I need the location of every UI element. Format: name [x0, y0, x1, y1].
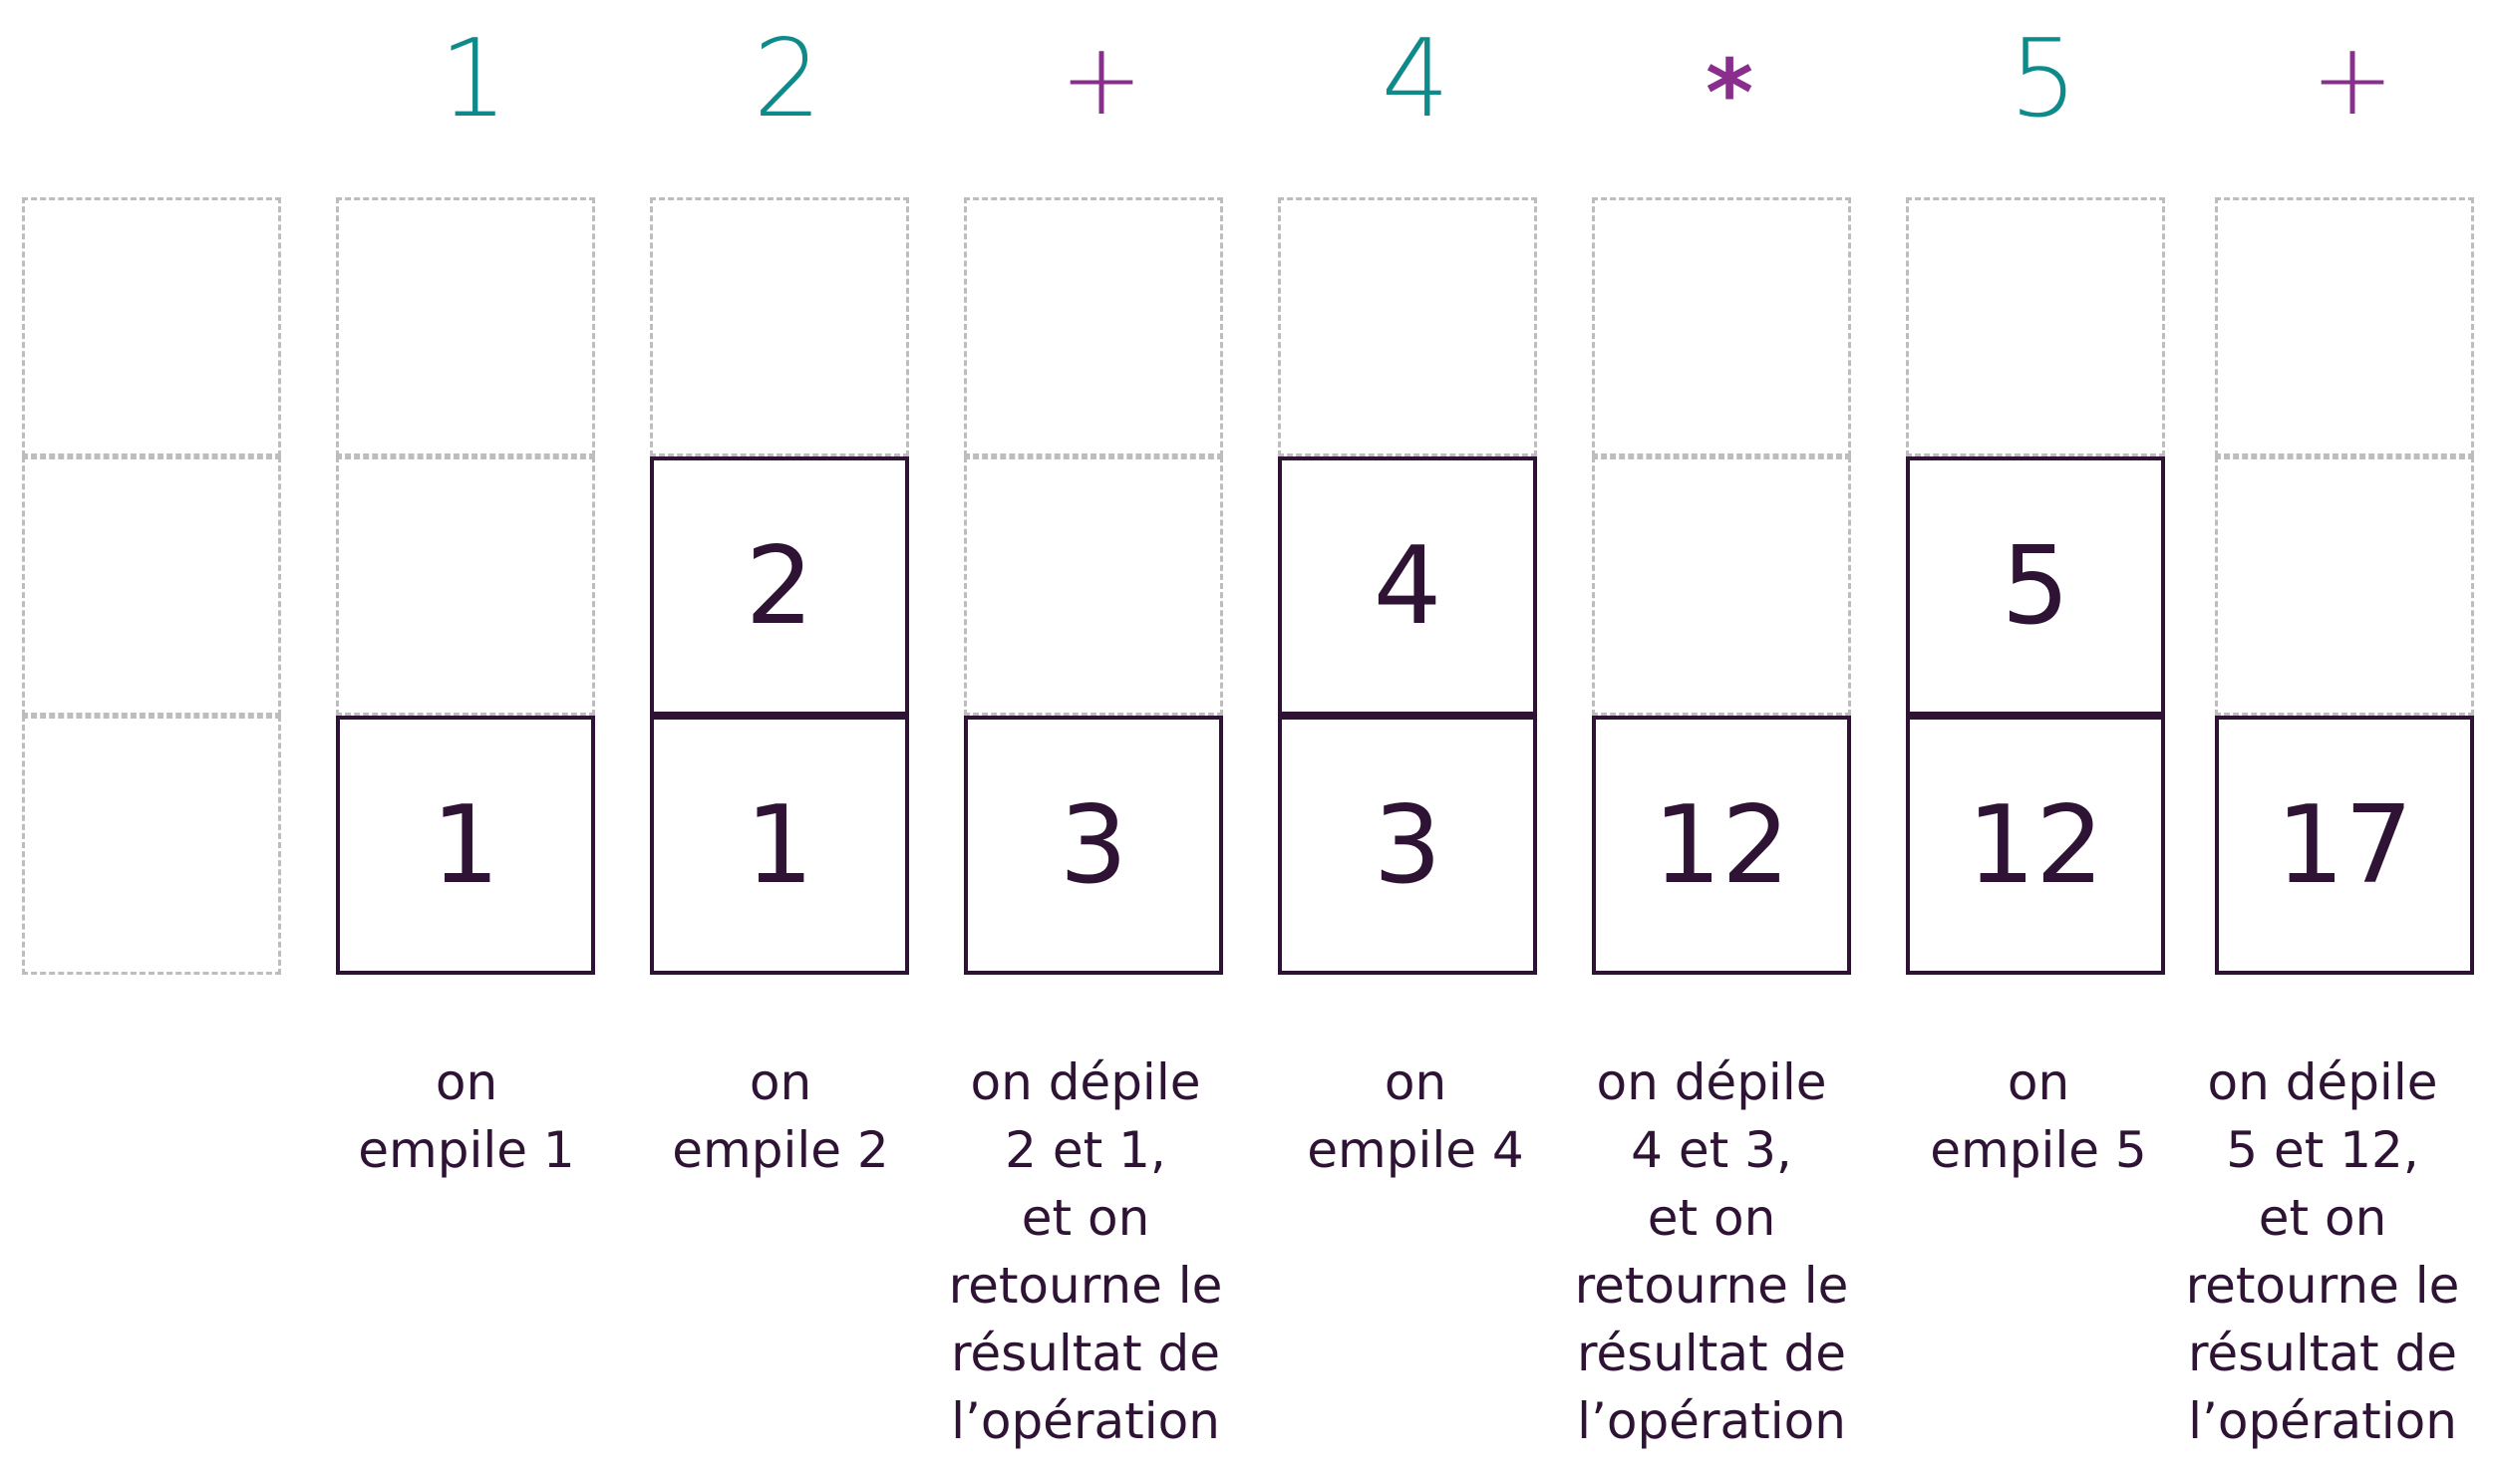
- stack-cell: 1: [650, 716, 909, 975]
- empty-slot: [22, 456, 281, 716]
- stack-cell: 12: [1592, 716, 1851, 975]
- empty-slot: [650, 197, 909, 456]
- empty-slot: [2215, 456, 2474, 716]
- stack-cell: 5: [1906, 456, 2165, 716]
- empty-slot: [22, 197, 281, 456]
- caption-line: empile 4: [1307, 1121, 1524, 1179]
- stack-cell: 2: [650, 456, 909, 716]
- step-caption-5: on dépile 4 et 3, et on retourne le résultat…: [1547, 1048, 1876, 1455]
- empty-slot: [22, 716, 281, 975]
- caption-line: on: [749, 1053, 812, 1111]
- empty-slot: [336, 197, 595, 456]
- token-2-number: 2: [753, 17, 822, 142]
- stack-cell: 1: [336, 716, 595, 975]
- caption-line: et on: [1021, 1189, 1150, 1247]
- token-1-number: 1: [439, 17, 508, 142]
- token-6-number: 5: [2009, 17, 2078, 142]
- caption-line: résultat de: [2187, 1325, 2458, 1382]
- token-7-operator: +: [2311, 21, 2394, 138]
- caption-line: empile 5: [1930, 1121, 2147, 1179]
- step-caption-4: on empile 4: [1251, 1048, 1580, 1184]
- caption-line: l’opération: [951, 1392, 1220, 1450]
- stack-cell: 12: [1906, 716, 2165, 975]
- stack-cell: 3: [1278, 716, 1537, 975]
- caption-line: on dépile: [2207, 1053, 2438, 1111]
- caption-line: résultat de: [950, 1325, 1221, 1382]
- caption-line: et on: [1647, 1189, 1776, 1247]
- stack-cell: 17: [2215, 716, 2474, 975]
- token-5-operator: *: [1705, 40, 1754, 147]
- step-caption-6: on empile 5: [1874, 1048, 2203, 1184]
- caption-line: résultat de: [1576, 1325, 1847, 1382]
- empty-slot: [964, 456, 1223, 716]
- empty-slot: [1592, 456, 1851, 716]
- caption-line: empile 1: [358, 1121, 575, 1179]
- caption-line: l’opération: [2188, 1392, 2457, 1450]
- caption-line: on: [2007, 1053, 2070, 1111]
- step-caption-7: on dépile 5 et 12, et on retourne le résulta…: [2158, 1048, 2487, 1455]
- caption-line: retourne le: [1574, 1257, 1849, 1315]
- caption-line: on dépile: [1596, 1053, 1827, 1111]
- step-caption-3: on dépile 2 et 1, et on retourne le résultat…: [921, 1048, 1250, 1455]
- caption-line: empile 2: [672, 1121, 889, 1179]
- empty-slot: [1278, 197, 1537, 456]
- step-caption-1: on empile 1: [302, 1048, 631, 1184]
- caption-line: 2 et 1,: [1005, 1121, 1166, 1179]
- empty-slot: [964, 197, 1223, 456]
- caption-line: et on: [2258, 1189, 2387, 1247]
- stack-cell: 3: [964, 716, 1223, 975]
- stack-cell: 4: [1278, 456, 1537, 716]
- caption-line: on dépile: [970, 1053, 1201, 1111]
- caption-line: l’opération: [1577, 1392, 1846, 1450]
- empty-slot: [1906, 197, 2165, 456]
- caption-line: retourne le: [2185, 1257, 2460, 1315]
- caption-line: on: [1384, 1053, 1447, 1111]
- caption-line: 4 et 3,: [1631, 1121, 1792, 1179]
- caption-line: 5 et 12,: [2226, 1121, 2419, 1179]
- empty-slot: [1592, 197, 1851, 456]
- token-3-operator: +: [1060, 21, 1143, 138]
- caption-line: on: [435, 1053, 498, 1111]
- step-caption-2: on empile 2: [616, 1048, 945, 1184]
- caption-line: retourne le: [948, 1257, 1223, 1315]
- empty-slot: [336, 456, 595, 716]
- token-4-number: 4: [1381, 17, 1450, 142]
- empty-slot: [2215, 197, 2474, 456]
